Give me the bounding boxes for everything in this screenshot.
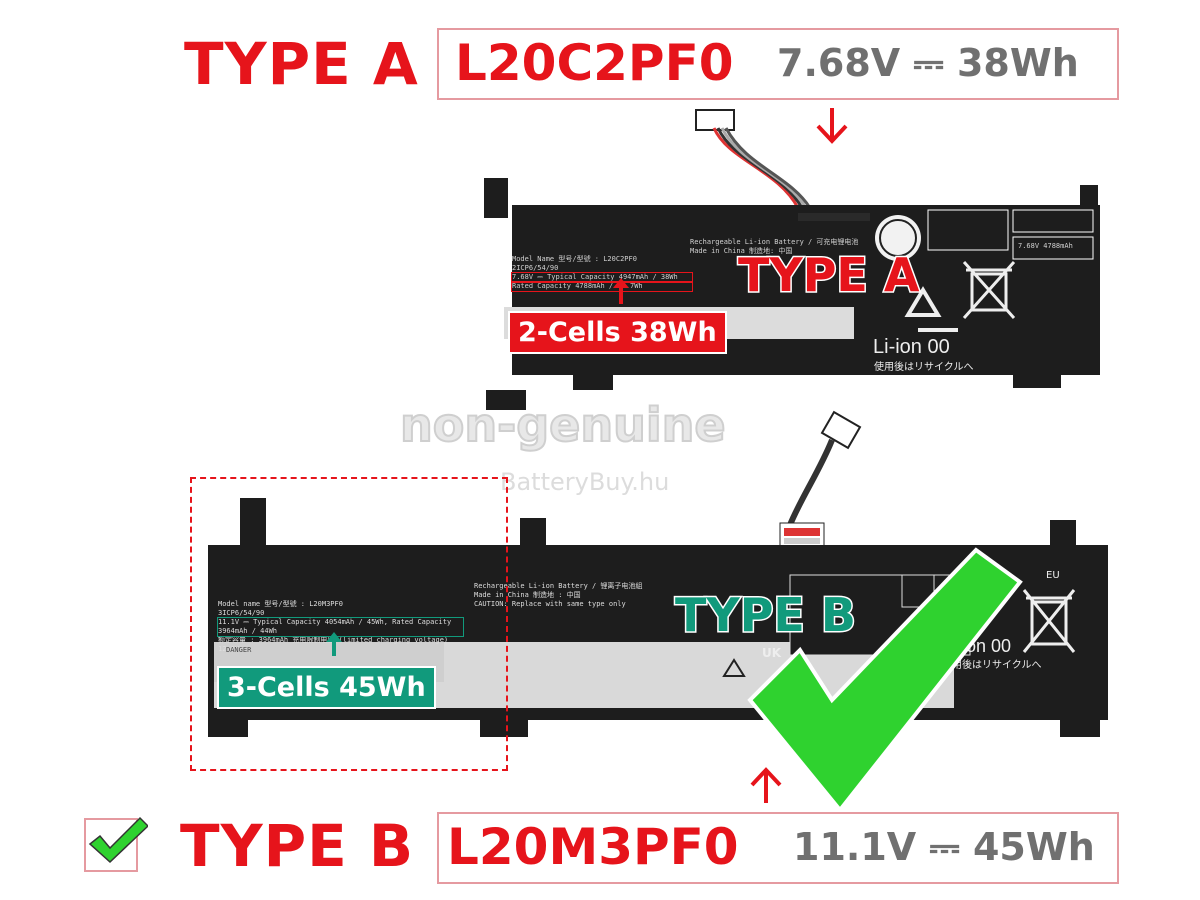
type-b-overlay: TYPE B <box>674 587 858 644</box>
type-a-cell-line: 2ICP6/54/90 <box>512 264 559 272</box>
type-a-rated-line: Rated Capacity 4788mAh / 36.7Wh <box>511 281 693 292</box>
type-b-eu: EU <box>1046 570 1060 581</box>
type-b-title: TYPE B <box>180 812 415 880</box>
check-mark-icon <box>747 547 1023 814</box>
type-a-overlay: TYPE A <box>736 247 920 304</box>
type-b-caution: CAUTION: Replace with same type only <box>474 600 626 608</box>
type-b-code-box: L20M3PF0 11.1V ⎓ 45Wh <box>437 812 1119 884</box>
type-b-made-in: Made in China 制造地 : 中国 <box>474 591 581 599</box>
type-a-model-line: Model Name 型号/型號 : L20C2PF0 <box>512 255 637 263</box>
type-a-cells-badge: 2-Cells 38Wh <box>508 311 727 354</box>
arrow-up-icon <box>613 278 629 304</box>
type-b-capacity-line: 11.1V ⎓ Typical Capacity 4054mAh / 45Wh,… <box>217 617 464 637</box>
checkbox-checked-icon <box>84 816 148 872</box>
arrow-down-icon <box>816 108 848 144</box>
type-a-code-box: L20C2PF0 7.68V ⎓ 38Wh <box>437 28 1119 100</box>
type-a-rechargeable: Rechargeable Li-ion Battery / 可充电锂电池 <box>690 238 859 246</box>
type-b-rechargeable: Rechargeable Li-ion Battery / 锂离子电池組 <box>474 582 643 590</box>
type-a-spec: 7.68V ⎓ 38Wh <box>777 41 1079 85</box>
arrow-up-icon <box>750 767 782 803</box>
type-b-code: L20M3PF0 <box>447 818 739 876</box>
type-b-cells-badge: 3-Cells 45Wh <box>217 666 436 709</box>
type-b-rechargeable-block: Rechargeable Li-ion Battery / 锂离子电池組 Mad… <box>474 582 674 609</box>
type-b-danger: DANGER <box>226 646 252 654</box>
type-a-made-in: Made in China 制造地: 中国 <box>690 247 793 255</box>
watermark-non-genuine: non-genuine <box>399 397 727 453</box>
type-b-recycle-jp: 使用後はリサイクルへ <box>942 660 1042 671</box>
type-b-model-line: Model name 型号/型號 : L20M3PF0 <box>218 600 343 608</box>
type-a-capacity-line: 7.68V ⎓ Typical Capacity 4947mAh / 38Wh <box>511 272 693 283</box>
type-b-spec: 11.1V ⎓ 45Wh <box>793 825 1095 869</box>
type-b-uk: UK <box>762 646 782 660</box>
cells-highlight-box <box>190 477 508 771</box>
type-a-li-ion: Li-ion 00 <box>873 336 950 358</box>
type-b-cell-line: 3ICP6/54/90 <box>218 609 265 617</box>
type-a-title: TYPE A <box>184 30 419 98</box>
arrow-up-icon <box>326 632 342 656</box>
type-a-label-block: Model Name 型号/型號 : L20C2PF0 2ICP6/54/90 … <box>511 255 693 292</box>
type-a-small-spec: 7.68V 4788mAh <box>1018 242 1073 250</box>
type-a-code: L20C2PF0 <box>455 34 734 92</box>
type-a-rechargeable-block: Rechargeable Li-ion Battery / 可充电锂电池 Mad… <box>690 238 870 256</box>
watermark-site: BatteryBuy.hu <box>500 468 670 496</box>
type-a-recycle-jp: 使用後はリサイクルへ <box>874 362 974 373</box>
